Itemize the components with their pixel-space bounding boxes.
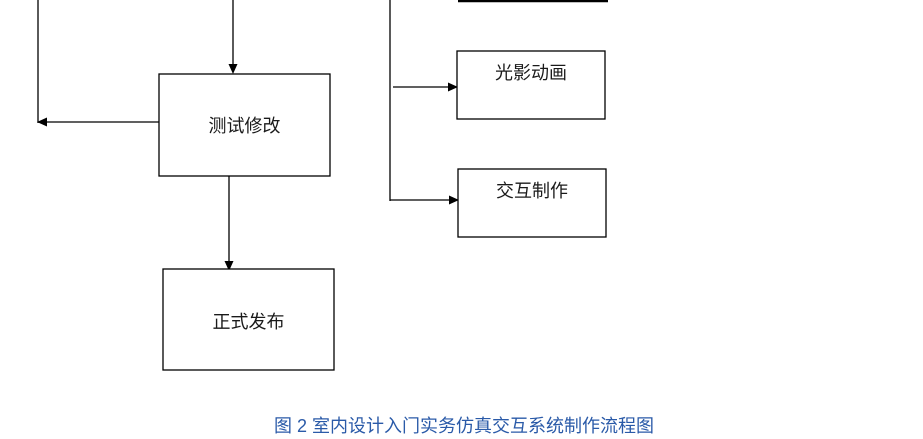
- formal-release-box: [162, 268, 335, 371]
- test-modify-box: [158, 73, 331, 177]
- figure-caption: 图 2 室内设计入门实务仿真交互系统制作流程图: [274, 416, 654, 436]
- light-shadow-animation-label: 光影动画: [495, 63, 567, 84]
- interaction-production-box: [457, 168, 607, 238]
- light-shadow-animation-box: [456, 50, 606, 120]
- top-to-test-modify-arrowhead: [228, 64, 238, 74]
- left-loop-arrowhead: [37, 117, 47, 127]
- test-modify-label: 测试修改: [209, 116, 281, 137]
- branch-to-light-shadow-arrowhead: [448, 82, 458, 92]
- interaction-production-label: 交互制作: [496, 181, 568, 202]
- branch-to-interaction-arrowhead: [449, 195, 459, 205]
- formal-release-label: 正式发布: [213, 312, 285, 333]
- test-modify-to-release-arrowhead: [224, 261, 234, 271]
